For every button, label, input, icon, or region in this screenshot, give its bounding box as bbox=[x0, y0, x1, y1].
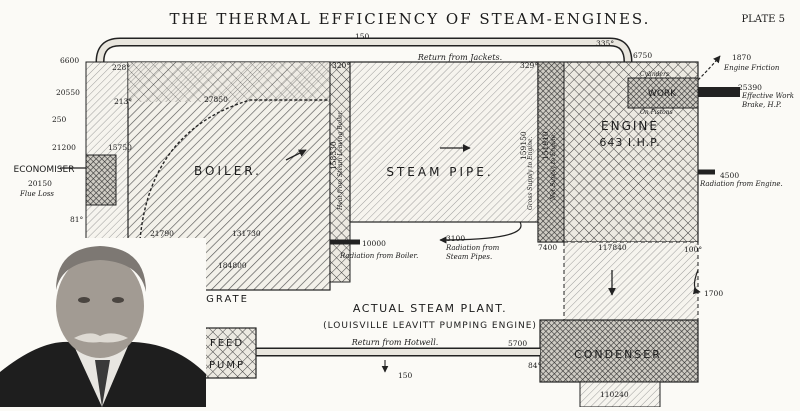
boiler-upper-band bbox=[128, 62, 330, 102]
value-21790: 21790 bbox=[150, 229, 174, 238]
steam-pipe-label: STEAM PIPE. bbox=[386, 165, 493, 179]
temp-228: 228° bbox=[112, 63, 130, 72]
value-21200: 21200 bbox=[52, 143, 76, 152]
economiser-block bbox=[85, 154, 117, 206]
engine-supply-column bbox=[537, 61, 565, 243]
work-label: WORK bbox=[648, 89, 677, 99]
on-pistons-label: On Pistons bbox=[640, 109, 673, 116]
condenser-loss-stream bbox=[692, 269, 701, 295]
value-250: 250 bbox=[52, 115, 67, 124]
portrait-moustache bbox=[74, 333, 128, 343]
value-25390: 25390 bbox=[738, 83, 762, 92]
cylinders-label: Cylinders bbox=[640, 71, 669, 78]
boiler-flow-arrow bbox=[285, 149, 307, 161]
engine-label: ENGINE bbox=[601, 119, 659, 133]
feed-label: FEED bbox=[210, 338, 244, 349]
pump-label: PUMP bbox=[209, 360, 245, 371]
pipe-radiation-stream bbox=[439, 221, 522, 244]
value-1870: 1870 bbox=[732, 53, 751, 62]
gross-supply-label: Gross Supply to Engine. bbox=[527, 136, 534, 210]
boiler-curve bbox=[139, 99, 330, 290]
value-15750: 15750 bbox=[108, 143, 132, 152]
temp-329: 329° bbox=[520, 61, 538, 70]
value-3100: 3100 bbox=[446, 234, 465, 243]
value-10000: 10000 bbox=[362, 239, 386, 248]
boiler-radiation-label: Radiation from Boiler. bbox=[339, 252, 418, 260]
portrait-left-eye bbox=[78, 297, 90, 303]
jacket-return-label: Return from Jackets. bbox=[417, 53, 502, 62]
condenser-outflow bbox=[579, 381, 661, 408]
hotwell-return-label: Return from Hotwell. bbox=[351, 338, 439, 347]
work-block bbox=[627, 77, 699, 109]
plate-label: PLATE 5 bbox=[741, 14, 785, 25]
portrait-face bbox=[56, 254, 144, 358]
value-4500: 4500 bbox=[720, 171, 739, 180]
portrait-hair bbox=[56, 246, 146, 292]
value-158330: 158330 bbox=[329, 141, 338, 170]
engine-friction-stream bbox=[697, 55, 721, 81]
value-27850: 27850 bbox=[204, 95, 228, 104]
heat-leaving-boiler-label: Heat from Steam Leaving Boiler. bbox=[337, 110, 344, 211]
engine-exhaust-channel bbox=[563, 241, 699, 321]
boiler-label: BOILER. bbox=[194, 164, 262, 178]
temperature-values: 228° 320° 329° 335° 213° 81° 100° 84° bbox=[70, 39, 702, 370]
portrait-photo bbox=[0, 238, 206, 407]
value-110240: 110240 bbox=[600, 390, 629, 399]
value-20550: 20550 bbox=[56, 88, 80, 97]
steam-pipe-block bbox=[349, 61, 539, 223]
temp-81: 81° bbox=[70, 215, 84, 224]
net-supply-label: Net Supply to Engine. bbox=[550, 133, 557, 201]
value-150-top: 150 bbox=[355, 32, 370, 41]
jacket-return-pipe-fill bbox=[97, 39, 631, 78]
portrait-right-eye bbox=[112, 297, 124, 303]
temp-335: 335° bbox=[596, 39, 614, 48]
pipe-radiation-label-1: Radiation from bbox=[445, 244, 500, 252]
engine-ihp-label: 643 I.H.P. bbox=[599, 136, 660, 149]
value-5700: 5700 bbox=[508, 339, 527, 348]
value-6750: 6750 bbox=[633, 51, 652, 60]
temp-84: 84° bbox=[528, 361, 542, 370]
effective-work-label-2: Brake, H.P. bbox=[741, 101, 781, 109]
plant-title: ACTUAL STEAM PLANT. bbox=[353, 302, 507, 315]
pipe-radiation-label-2: Steam Pipes. bbox=[446, 253, 492, 261]
value-131730: 131730 bbox=[232, 229, 261, 238]
value-151910: 151910 bbox=[541, 131, 550, 160]
value-7400: 7400 bbox=[538, 243, 557, 252]
temp-100: 100° bbox=[684, 245, 702, 254]
flow-values: 6600 150 6750 1870 25390 20550 250 21200… bbox=[28, 32, 762, 399]
engine-friction-label: Engine Friction bbox=[723, 64, 780, 72]
diagram-title: THE THERMAL EFFICIENCY OF STEAM-ENGINES. bbox=[170, 10, 651, 28]
effective-work-label-1: Effective Work bbox=[741, 92, 794, 100]
economiser-label: ECONOMISER bbox=[14, 165, 75, 175]
value-6600: 6600 bbox=[60, 56, 79, 65]
engine-radiation-label: Radiation from Engine. bbox=[699, 180, 783, 188]
fire-grate-label: FIRE GRATE bbox=[171, 294, 249, 305]
value-1700: 1700 bbox=[704, 289, 723, 298]
temp-213: 213° bbox=[114, 97, 132, 106]
plant-subtitle: (LOUISVILLE LEAVITT PUMPING ENGINE) bbox=[323, 321, 537, 331]
value-159150: 159150 bbox=[519, 131, 528, 160]
temp-320: 320° bbox=[332, 61, 350, 70]
portrait-tie bbox=[95, 360, 110, 407]
condenser-label: CONDENSER bbox=[574, 348, 662, 361]
flue-loss-label: Flue Loss bbox=[19, 190, 54, 198]
value-20150: 20150 bbox=[28, 179, 52, 188]
value-184800: 184800 bbox=[218, 261, 247, 270]
value-150-bottom: 150 bbox=[398, 371, 413, 380]
value-117840: 117840 bbox=[598, 243, 627, 252]
